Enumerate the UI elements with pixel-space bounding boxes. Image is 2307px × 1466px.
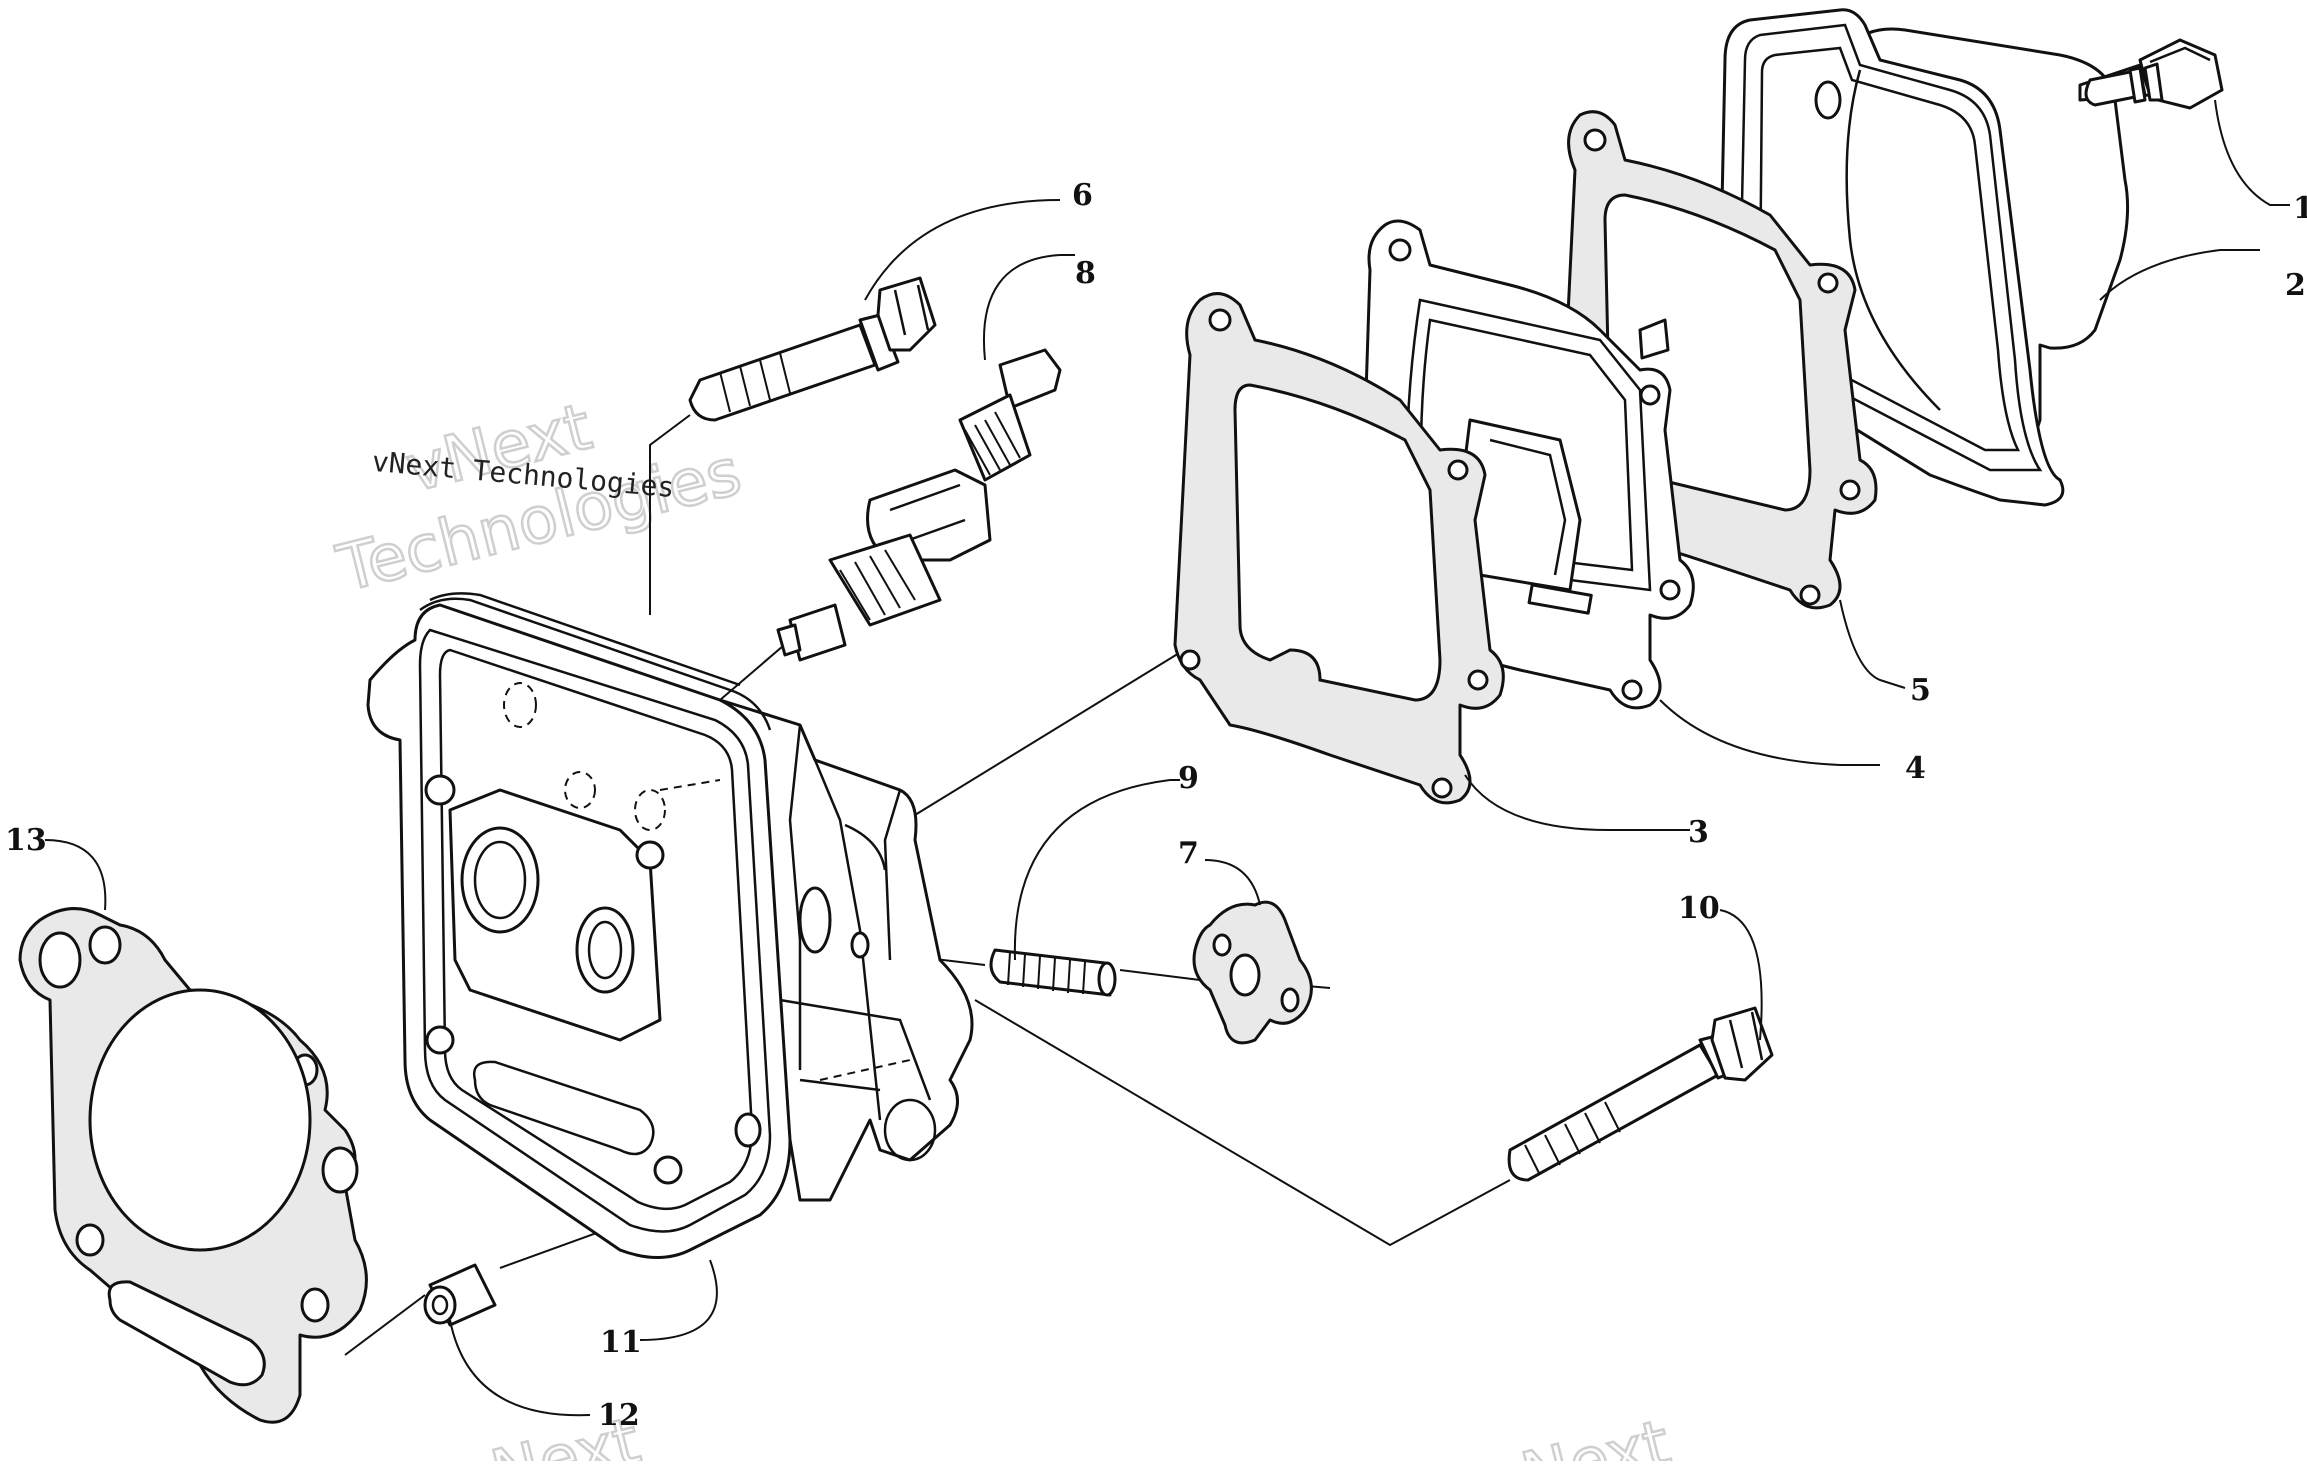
callout-9: 9 [1178, 761, 1199, 796]
cover-bolt-hole-icon [1814, 80, 1842, 120]
callout-8: 8 [1075, 256, 1096, 291]
callout-5: 5 [1910, 673, 1931, 708]
callout-2: 2 [2285, 268, 2306, 303]
bolt-6 [688, 276, 937, 422]
gasket-7 [1192, 900, 1313, 1045]
callout-1: 1 [2293, 191, 2307, 226]
callout-12: 12 [598, 1398, 640, 1433]
callout-labels: 1 2 3 4 5 6 7 8 9 10 11 12 13 [5, 178, 2307, 1433]
valve-cover [1718, 8, 2130, 507]
callout-4: 4 [1905, 751, 1926, 786]
dowel-12 [423, 1263, 497, 1327]
callout-10: 10 [1678, 891, 1720, 926]
watermark-bottom-right-text: vNext [1478, 1407, 1677, 1461]
callout-6: 6 [1072, 178, 1093, 213]
callout-13: 13 [5, 823, 47, 858]
cylinder-head-11 [366, 592, 974, 1259]
callout-3: 3 [1688, 815, 1709, 850]
bolt-10 [1507, 1006, 1774, 1182]
head-gasket-13 [18, 907, 368, 1424]
watermark-bottom-right: vNext [1477, 1405, 1679, 1466]
callout-leaders [44, 99, 2290, 1417]
stud-9 [989, 948, 1117, 997]
spark-plug-8 [776, 348, 1062, 662]
bolt-1 [2078, 38, 2224, 110]
callout-7: 7 [1178, 836, 1199, 871]
gasket-3 [1173, 292, 1505, 805]
callout-11: 11 [600, 1325, 642, 1360]
